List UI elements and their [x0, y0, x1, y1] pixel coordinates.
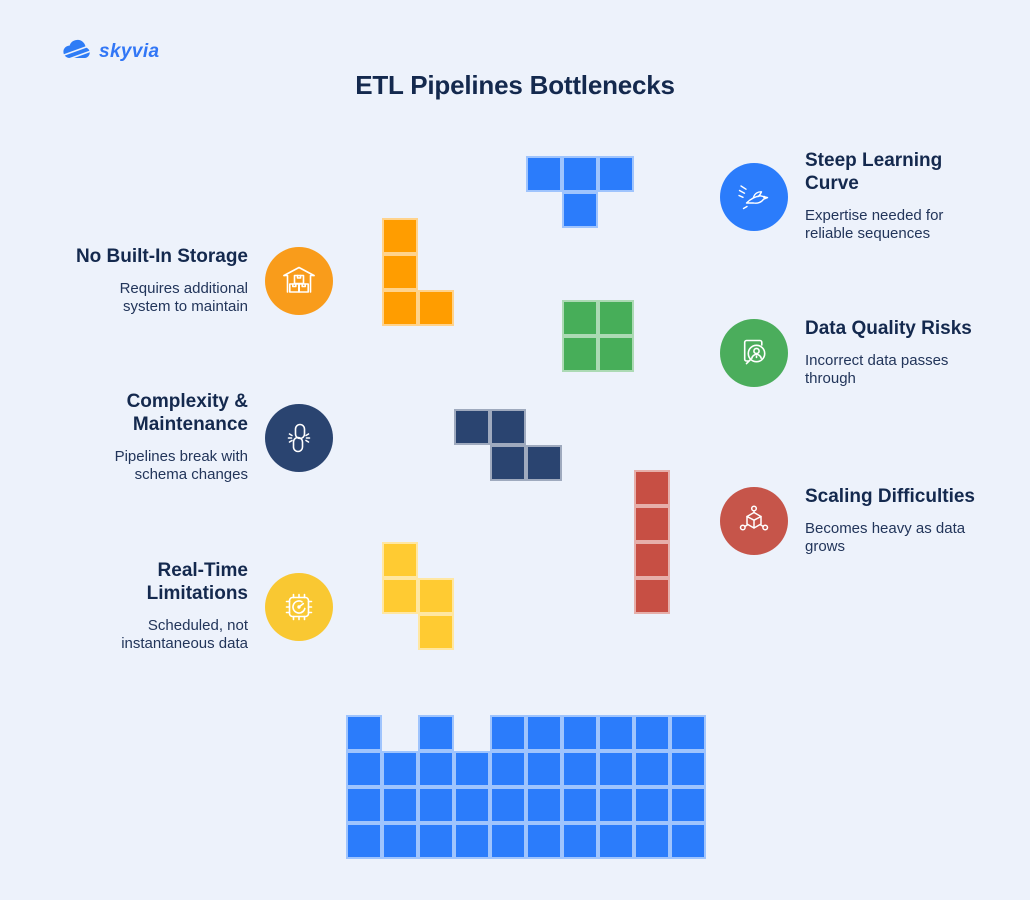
tetris-cell — [670, 787, 706, 823]
tetris-cell — [562, 192, 598, 228]
tetris-cell — [490, 787, 526, 823]
tetris-cell — [418, 715, 454, 751]
tetris-cell — [670, 751, 706, 787]
tetris-cell — [634, 542, 670, 578]
item-complexity-maintenance: Complexity & Maintenance Pipelines break… — [53, 391, 333, 484]
tetris-cell — [346, 715, 382, 751]
chip-gauge-icon — [265, 572, 333, 641]
tetris-cell — [562, 715, 598, 751]
item-title: Scaling Difficulties — [805, 486, 975, 507]
item-description: Requires additional system to maintain — [119, 279, 248, 316]
page-title: ETL Pipelines Bottlenecks — [355, 70, 675, 101]
cube-network-icon — [720, 487, 788, 556]
tetris-cell — [598, 715, 634, 751]
tetris-cell — [562, 751, 598, 787]
tetris-cell — [490, 445, 526, 481]
tetris-cell — [670, 715, 706, 751]
item-title: Real-Time Limitations — [146, 560, 248, 604]
tetris-cell — [598, 336, 634, 372]
tetris-cell — [562, 300, 598, 336]
tetris-cell — [382, 578, 418, 614]
tetris-cell — [418, 787, 454, 823]
tetris-cell — [418, 823, 454, 859]
tetris-cell — [526, 751, 562, 787]
item-title: No Built-In Storage — [75, 246, 248, 267]
tetris-cell — [454, 409, 490, 445]
tetris-cell — [562, 336, 598, 372]
tetris-cell — [454, 823, 490, 859]
item-description: Expertise needed for reliable sequences — [805, 206, 944, 242]
warehouse-icon — [265, 247, 333, 316]
chain-link-icon — [265, 403, 333, 472]
tetris-cell — [490, 751, 526, 787]
tetris-cell — [598, 300, 634, 336]
item-real-time-limitations: Real-Time Limitations Scheduled, not ins… — [53, 560, 333, 653]
tetris-cell — [490, 823, 526, 859]
tetris-cell — [418, 578, 454, 614]
item-text: Complexity & Maintenance Pipelines break… — [53, 391, 248, 484]
item-data-quality-risks: Data Quality Risks Incorrect data passes… — [720, 318, 995, 388]
item-description: Becomes heavy as data grows — [805, 519, 966, 556]
tetris-cell — [598, 751, 634, 787]
tetris-cell — [382, 254, 418, 290]
tetris-cell — [634, 787, 670, 823]
tetris-cell — [634, 823, 670, 859]
item-description: Incorrect data passes through — [805, 351, 949, 388]
tetris-cell — [454, 787, 490, 823]
brand-logo: skyvia — [62, 38, 160, 65]
tetris-cell — [382, 751, 418, 787]
tetris-cell — [598, 823, 634, 859]
item-title: Steep Learning Curve — [805, 150, 943, 194]
tetris-cell — [670, 823, 706, 859]
document-person-magnifier-icon — [720, 319, 788, 388]
tetris-cell — [382, 823, 418, 859]
item-text: Data Quality Risks Incorrect data passes… — [805, 318, 995, 388]
item-description: Scheduled, not instantaneous data — [121, 616, 248, 652]
item-scaling-difficulties: Scaling Difficulties Becomes heavy as da… — [720, 486, 995, 556]
tetris-cell — [418, 614, 454, 650]
tetris-cell — [382, 218, 418, 254]
item-no-built-in-storage: No Built-In Storage Requires additional … — [53, 246, 333, 316]
bird-icon — [720, 162, 788, 231]
item-title: Complexity & Maintenance — [126, 391, 248, 435]
tetris-cell — [418, 290, 454, 326]
item-title: Data Quality Risks — [805, 318, 972, 339]
tetris-cell — [634, 470, 670, 506]
item-text: Scaling Difficulties Becomes heavy as da… — [805, 486, 995, 556]
tetris-cell — [490, 715, 526, 751]
tetris-cell — [634, 578, 670, 614]
tetris-cell — [490, 409, 526, 445]
tetris-cell — [634, 715, 670, 751]
tetris-cell — [382, 542, 418, 578]
tetris-cell — [382, 787, 418, 823]
item-steep-learning-curve: Steep Learning Curve Expertise needed fo… — [720, 150, 995, 243]
item-text: Real-Time Limitations Scheduled, not ins… — [53, 560, 248, 653]
tetris-cell — [598, 787, 634, 823]
item-text: Steep Learning Curve Expertise needed fo… — [805, 150, 995, 243]
item-text: No Built-In Storage Requires additional … — [53, 246, 248, 316]
tetris-cell — [562, 787, 598, 823]
brand-name: skyvia — [99, 40, 160, 62]
tetris-cell — [562, 823, 598, 859]
item-description: Pipelines break with schema changes — [114, 447, 248, 483]
tetris-cell — [346, 751, 382, 787]
cloud-logo-icon — [62, 38, 92, 65]
tetris-cell — [634, 751, 670, 787]
tetris-cell — [382, 290, 418, 326]
tetris-cell — [562, 156, 598, 192]
tetris-cell — [598, 156, 634, 192]
tetris-cell — [526, 715, 562, 751]
tetris-cell — [526, 823, 562, 859]
tetris-cell — [454, 751, 490, 787]
tetris-cell — [418, 751, 454, 787]
tetris-cell — [526, 787, 562, 823]
tetris-cell — [634, 506, 670, 542]
tetris-cell — [526, 156, 562, 192]
tetris-cell — [346, 823, 382, 859]
tetris-cell — [346, 787, 382, 823]
tetris-cell — [526, 445, 562, 481]
